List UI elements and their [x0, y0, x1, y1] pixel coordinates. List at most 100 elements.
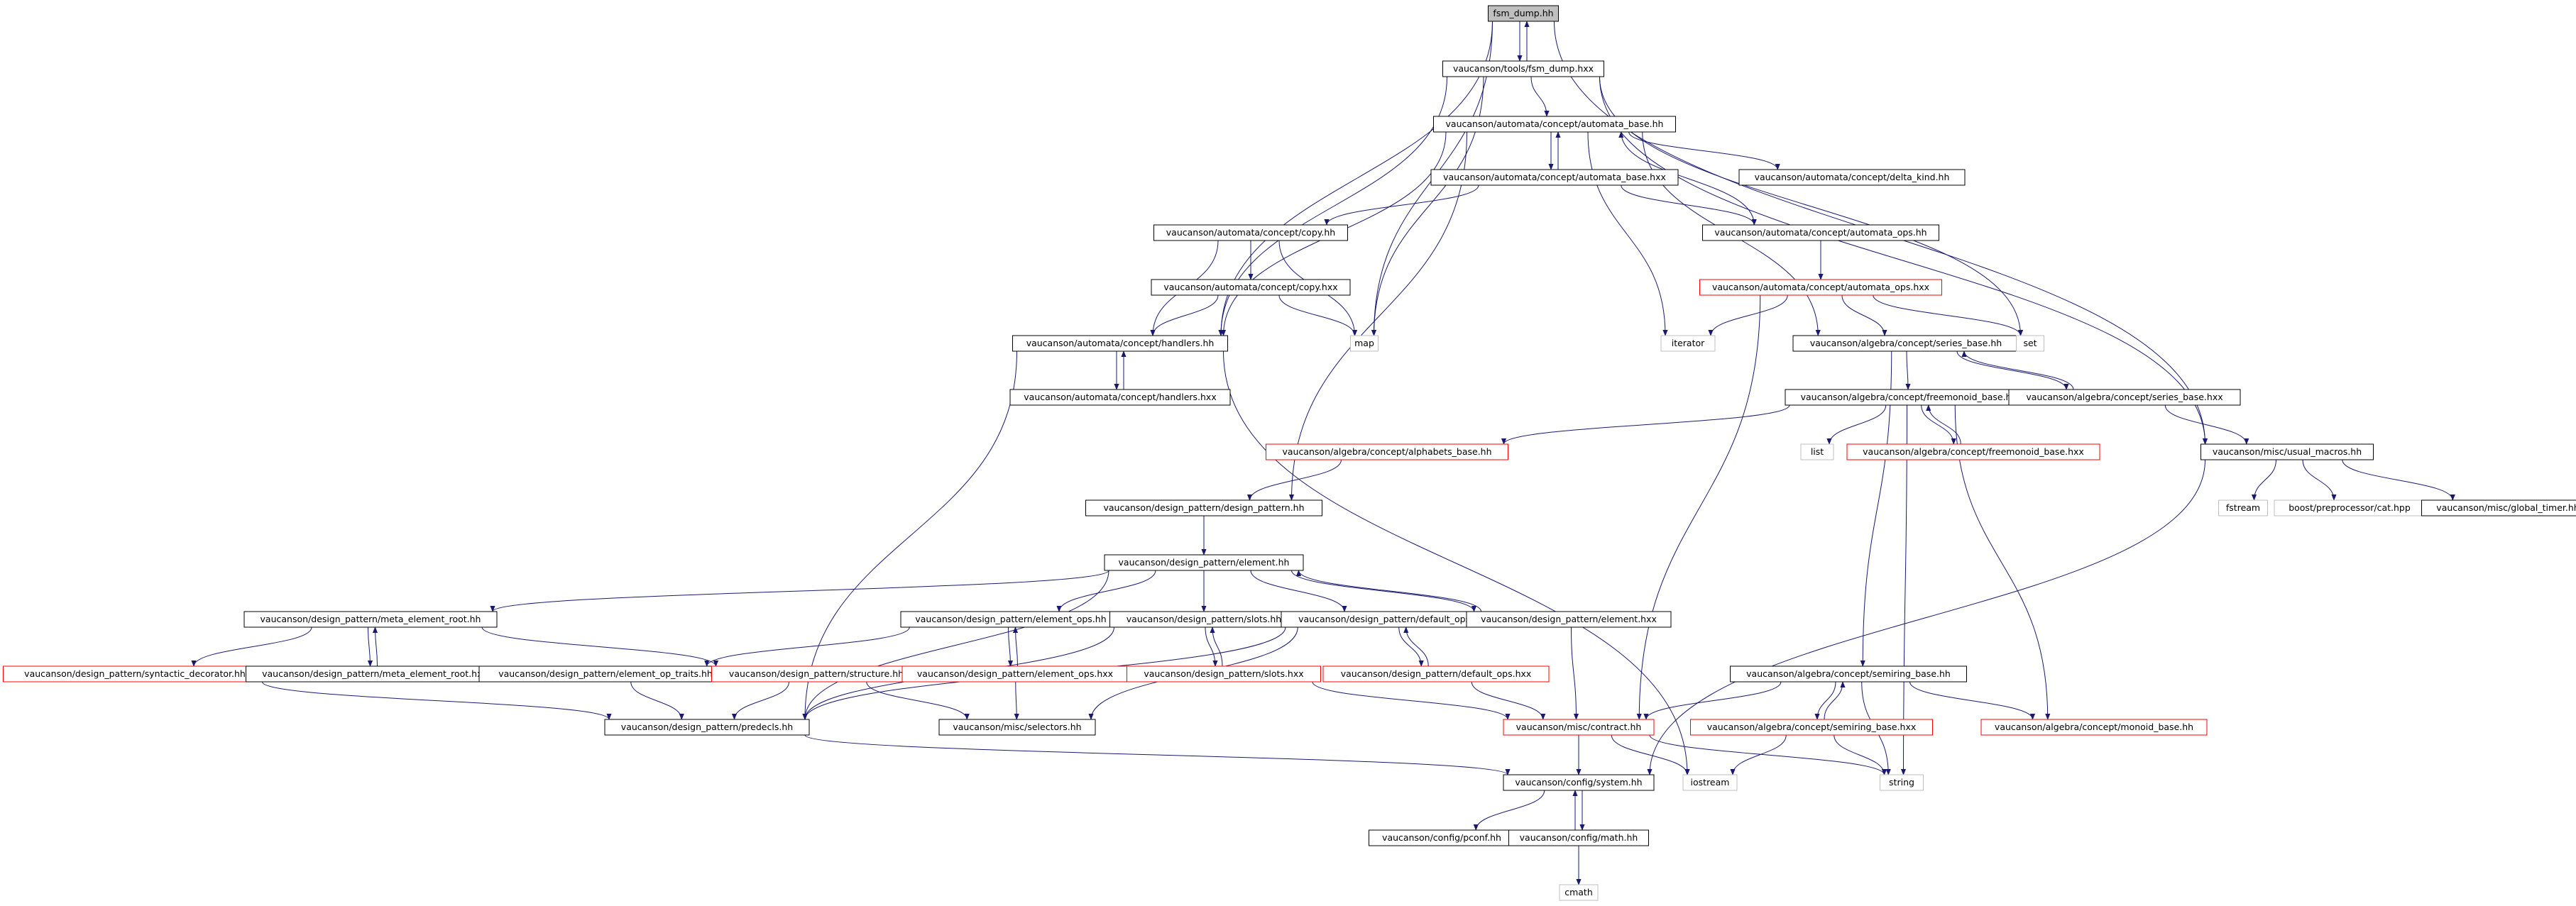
- graph-node-delta-kind-hh[interactable]: vaucanson/automata/concept/delta_kind.hh: [1738, 169, 1966, 186]
- edge-freemonoid-base-hxx-to-freemonoid-base-hh: [1926, 404, 1961, 445]
- edge-slots-hxx-to-contract-hh: [1312, 681, 1511, 720]
- node-label: vaucanson/automata/concept/automata_base…: [1443, 172, 1666, 182]
- node-box: [243, 611, 498, 628]
- edge-series-base-hh-to-series-base-hxx: [1956, 350, 2069, 390]
- graph-node-fsm-dump-hh[interactable]: fsm_dump.hh: [1488, 5, 1559, 22]
- edge-freemonoid-base-hh-to-freemonoid-base-hxx: [1921, 404, 1956, 445]
- edge-slots-hxx-to-slots-hh: [1210, 626, 1223, 667]
- node-label: vaucanson/design_pattern/default_ops.hxx: [1341, 668, 1532, 679]
- graph-node-series-base-hh[interactable]: vaucanson/algebra/concept/series_base.hh: [1792, 335, 2019, 352]
- node-label: vaucanson/algebra/concept/freemonoid_bas…: [1863, 446, 2084, 457]
- graph-node-handlers-hxx[interactable]: vaucanson/automata/concept/handlers.hxx: [1009, 389, 1231, 406]
- graph-node-system-hh[interactable]: vaucanson/config/system.hh: [1503, 774, 1655, 791]
- graph-node-contract-hh[interactable]: vaucanson/misc/contract.hh: [1503, 719, 1655, 736]
- graph-node-pconf-hh[interactable]: vaucanson/config/pconf.hh: [1369, 829, 1515, 846]
- graph-node-default-ops-hh[interactable]: vaucanson/design_pattern/default_ops.hh: [1281, 611, 1502, 628]
- graph-node-meta-element-root-hxx[interactable]: vaucanson/design_pattern/meta_element_ro…: [246, 665, 504, 683]
- node-box: [1980, 719, 2208, 736]
- edge-element-ops-hxx-to-selectors-hh: [1014, 681, 1019, 720]
- graph-node-alphabets-base-hh[interactable]: vaucanson/algebra/concept/alphabets_base…: [1266, 443, 1508, 460]
- node-label: vaucanson/algebra/concept/semiring_base.…: [1707, 722, 1917, 732]
- graph-node-element-op-traits-hh[interactable]: vaucanson/design_pattern/element_op_trai…: [478, 665, 733, 683]
- graph-node-global-timer-hh[interactable]: vaucanson/misc/global_timer.hh: [2421, 499, 2576, 516]
- edge-series-base-hxx-to-usual-macros-hh: [2164, 404, 2249, 445]
- edge-series-base-hh-to-freemonoid-base-hh: [1905, 350, 1911, 390]
- node-label: vaucanson/automata/concept/automata_ops.…: [1712, 282, 1929, 292]
- graph-node-cat-hpp: boost/preprocessor/cat.hpp: [2274, 499, 2426, 516]
- graph-node-slots-hh[interactable]: vaucanson/design_pattern/slots.hh: [1109, 611, 1298, 628]
- node-label: vaucanson/design_pattern/predecls.hh: [621, 722, 793, 732]
- edge-meta-element-root-hh-to-meta-element-root-hxx: [367, 626, 373, 667]
- edge-meta-element-root-hxx-to-meta-element-root-hh: [372, 626, 378, 667]
- node-label: vaucanson/algebra/concept/alphabets_base…: [1282, 446, 1491, 457]
- edge-default-ops-hxx-to-default-ops-hh: [1403, 626, 1429, 667]
- edge-automata-ops-hxx-to-series-base-hh: [1841, 294, 1887, 336]
- graph-node-predecls-hh[interactable]: vaucanson/design_pattern/predecls.hh: [604, 719, 810, 736]
- graph-node-semiring-base-hxx[interactable]: vaucanson/algebra/concept/semiring_base.…: [1690, 719, 1933, 736]
- node-box: [2016, 335, 2044, 352]
- edge-element-hh-to-predecls-hh: [802, 570, 1109, 720]
- node-label: string: [1889, 777, 1914, 788]
- graph-node-design-pattern-hh[interactable]: vaucanson/design_pattern/design_pattern.…: [1085, 499, 1322, 516]
- node-box: [1442, 60, 1604, 77]
- graph-node-meta-element-root-hh[interactable]: vaucanson/design_pattern/meta_element_ro…: [243, 611, 498, 628]
- graph-node-semiring-base-hh[interactable]: vaucanson/algebra/concept/semiring_base.…: [1730, 665, 1967, 683]
- edge-default-ops-hh-to-default-ops-hxx: [1398, 626, 1424, 667]
- graph-node-handlers-hh[interactable]: vaucanson/automata/concept/handlers.hh: [1012, 335, 1228, 352]
- edge-automata-ops-hxx-to-set: [1873, 294, 2024, 336]
- node-box: [1488, 5, 1559, 22]
- node-label: vaucanson/algebra/concept/semiring_base.…: [1746, 668, 1951, 679]
- graph-node-element-ops-hxx[interactable]: vaucanson/design_pattern/element_ops.hxx: [901, 665, 1129, 683]
- graph-node-freemonoid-base-hxx[interactable]: vaucanson/algebra/concept/freemonoid_bas…: [1846, 443, 2100, 460]
- graph-node-slots-hxx[interactable]: vaucanson/design_pattern/slots.hxx: [1127, 665, 1321, 683]
- edge-semiring-base-hh-to-semiring-base-hxx: [1814, 681, 1836, 720]
- graph-node-element-hxx[interactable]: vaucanson/design_pattern/element.hxx: [1466, 611, 1672, 628]
- graph-node-default-ops-hxx[interactable]: vaucanson/design_pattern/default_ops.hxx: [1322, 665, 1550, 683]
- node-label: vaucanson/config/pconf.hh: [1382, 832, 1501, 843]
- graph-node-series-base-hxx[interactable]: vaucanson/algebra/concept/series_base.hx…: [2008, 389, 2241, 406]
- node-box: [1503, 719, 1655, 736]
- graph-node-element-ops-hh[interactable]: vaucanson/design_pattern/element_ops.hh: [900, 611, 1122, 628]
- graph-node-monoid-base-hh[interactable]: vaucanson/algebra/concept/monoid_base.hh: [1980, 719, 2208, 736]
- edge-fsm-dump-hxx-to-usual-macros-hh: [1599, 76, 2208, 445]
- graph-node-freemonoid-base-hh[interactable]: vaucanson/algebra/concept/freemonoid_bas…: [1785, 389, 2033, 406]
- node-box: [2200, 443, 2374, 460]
- node-box: [1104, 554, 1304, 571]
- edge-semiring-base-hxx-to-string: [1834, 734, 1887, 775]
- node-box: [1702, 224, 1939, 241]
- node-label: map: [1354, 338, 1374, 348]
- node-box: [1153, 224, 1348, 241]
- node-label: vaucanson/design_pattern/element_ops.hh: [915, 614, 1106, 624]
- graph-node-automata-ops-hxx[interactable]: vaucanson/automata/concept/automata_ops.…: [1699, 279, 1942, 296]
- graph-node-math-hh[interactable]: vaucanson/config/math.hh: [1508, 829, 1649, 846]
- node-label: vaucanson/algebra/concept/monoid_base.hh: [1995, 722, 2193, 732]
- node-label: vaucanson/automata/concept/copy.hxx: [1163, 282, 1337, 292]
- node-box: [604, 719, 810, 736]
- graph-node-selectors-hh[interactable]: vaucanson/misc/selectors.hh: [938, 719, 1096, 736]
- edge-automata-ops-hxx-to-iterator: [1708, 294, 1788, 336]
- graph-node-syntactic-decorator-hh[interactable]: vaucanson/design_pattern/syntactic_decor…: [3, 665, 267, 683]
- graph-node-copy-hh[interactable]: vaucanson/automata/concept/copy.hh: [1153, 224, 1348, 241]
- node-box: [938, 719, 1096, 736]
- edge-automata-base-hxx-to-automata-ops-hh: [1621, 184, 1757, 226]
- graph-node-usual-macros-hh[interactable]: vaucanson/misc/usual_macros.hh: [2200, 443, 2374, 460]
- node-label: vaucanson/misc/selectors.hh: [953, 722, 1081, 732]
- edge-element-op-traits-hh-to-predecls-hh: [630, 681, 684, 720]
- edge-freemonoid-base-hh-to-monoid-base-hh: [1954, 404, 2051, 720]
- node-label: vaucanson/automata/concept/automata_base…: [1446, 118, 1664, 129]
- node-box: [2008, 389, 2241, 406]
- graph-node-element-hh[interactable]: vaucanson/design_pattern/element.hh: [1104, 554, 1304, 571]
- node-label: list: [1811, 446, 1824, 457]
- graph-node-automata-base-hxx[interactable]: vaucanson/automata/concept/automata_base…: [1430, 169, 1679, 186]
- edge-usual-macros-hh-to-cat-hpp: [2302, 459, 2337, 501]
- graph-node-automata-base-hh[interactable]: vaucanson/automata/concept/automata_base…: [1433, 116, 1676, 133]
- edge-element-hh-to-element-hxx: [1291, 570, 1477, 612]
- graph-node-structure-hh[interactable]: vaucanson/design_pattern/structure.hh: [711, 665, 921, 683]
- graph-node-iterator: iterator: [1660, 335, 1716, 352]
- node-label: vaucanson/design_pattern/design_pattern.…: [1103, 502, 1304, 513]
- node-label: set: [2023, 338, 2037, 348]
- graph-node-list: list: [1800, 443, 1834, 460]
- graph-node-copy-hxx[interactable]: vaucanson/automata/concept/copy.hxx: [1151, 279, 1351, 296]
- graph-node-fsm-dump-hxx[interactable]: vaucanson/tools/fsm_dump.hxx: [1442, 60, 1604, 77]
- graph-node-automata-ops-hh[interactable]: vaucanson/automata/concept/automata_ops.…: [1702, 224, 1939, 241]
